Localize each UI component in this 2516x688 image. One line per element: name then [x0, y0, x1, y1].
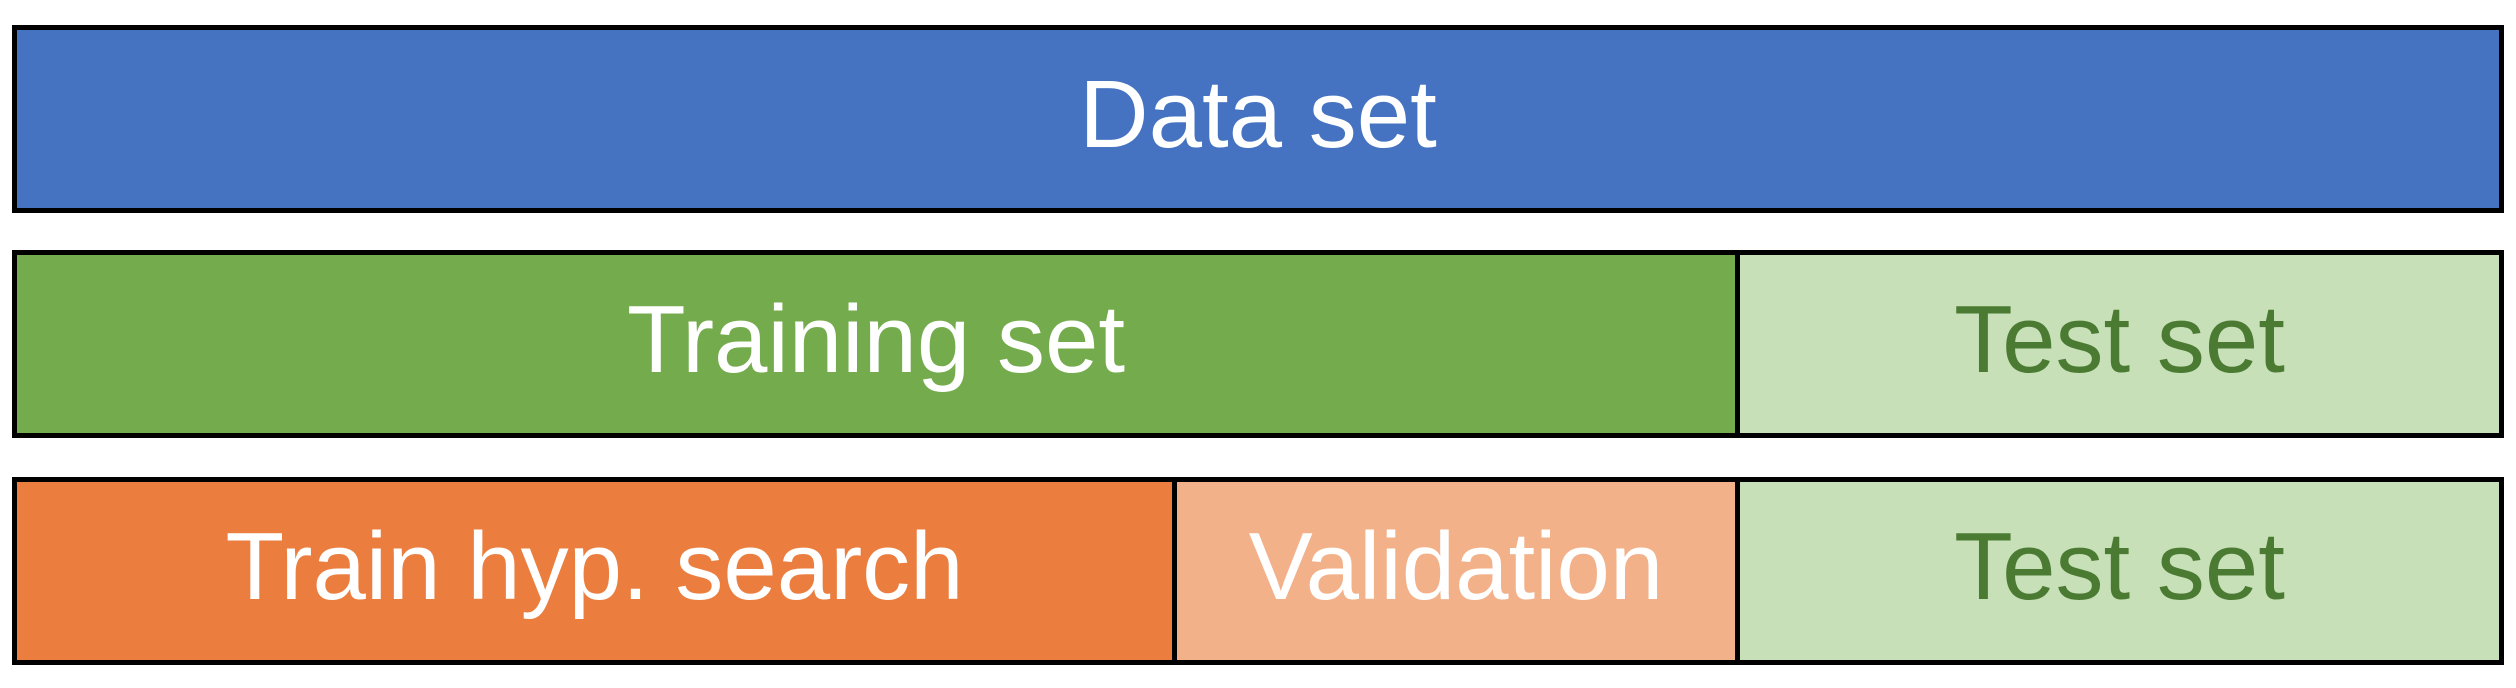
train-hyp-search-label: Train hyp. search	[225, 513, 964, 620]
test-set-box: Test set	[1735, 255, 2499, 433]
dataset-box: Data set	[17, 30, 2499, 208]
test-set-label: Test set	[1954, 286, 2285, 393]
validation-label: Validation	[1248, 513, 1664, 620]
train-hyp-search-box: Train hyp. search	[17, 482, 1172, 660]
hyperparameter-split-row: Train hyp. search Validation Test set	[12, 477, 2504, 665]
train-test-split-row: Training set Test set	[12, 250, 2504, 438]
test-set-label-2: Test set	[1954, 513, 2285, 620]
training-set-label: Training set	[627, 286, 1125, 393]
validation-box: Validation	[1172, 482, 1735, 660]
training-set-box: Training set	[17, 255, 1735, 433]
dataset-row: Data set	[12, 25, 2504, 213]
dataset-label: Data set	[1079, 61, 1437, 168]
test-set-box-2: Test set	[1735, 482, 2499, 660]
